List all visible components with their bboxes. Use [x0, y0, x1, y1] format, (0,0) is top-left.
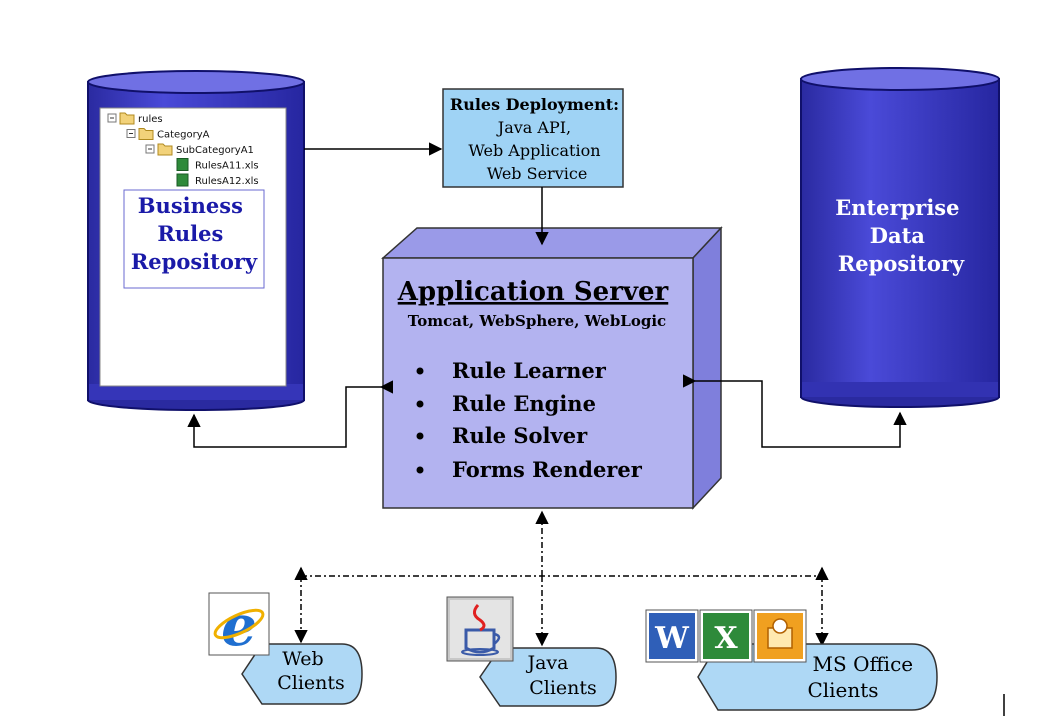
bullet [416, 432, 424, 440]
office-clients-line-2: Clients [807, 678, 878, 702]
java-clients-banner [479, 647, 617, 707]
arrow-server-to-enterprise [682, 374, 907, 448]
tree-node[interactable]: RulesA11.xls [176, 158, 259, 172]
tree-node-label: rules [138, 114, 163, 125]
tree-node-label: RulesA11.xls [195, 161, 259, 172]
enterprise-data-repository: Enterprise Data Repository [800, 67, 1000, 408]
web-clients-banner [241, 643, 363, 705]
folder-icon [157, 143, 173, 156]
tree-node-label: CategoryA [157, 130, 210, 141]
web-clients: e Web Clients [208, 592, 363, 705]
tree-node[interactable]: SubCategoryA1 [145, 143, 254, 156]
enterprise-label-line-3: Repository [838, 251, 965, 276]
svg-text:Web Clients: Web Clients [277, 648, 345, 694]
outlook-icon [753, 609, 807, 663]
java-icon [446, 596, 514, 662]
arrow-server-to-repo [187, 380, 394, 448]
svg-text:Java Clients: Java Clients [525, 652, 596, 699]
tree-node-label: RulesA12.xls [195, 176, 259, 187]
svg-text:MS Office Clients: MS Office Clients [807, 652, 919, 702]
connectors [187, 142, 907, 647]
svg-text:Rule Learner Rule Engi: Rule Learner Rule Engine Rule Solver For… [452, 358, 643, 482]
feature-rule-engine: Rule Engine [452, 391, 596, 416]
enterprise-label-line-1: Enterprise [835, 195, 959, 220]
tree-node[interactable]: RulesA12.xls [176, 173, 259, 187]
repository-label-line-2: Rules [157, 221, 223, 246]
svg-text:Business Rules Rep: Business Rules Repository [131, 193, 258, 274]
repository-label-box [123, 189, 265, 289]
app-server-subtitle: Tomcat, WebSphere, WebLogic [408, 312, 666, 330]
java-clients-line-1: Java [525, 652, 568, 674]
feature-forms-renderer: Forms Renderer [452, 457, 643, 482]
tree-node[interactable]: rules [107, 112, 163, 125]
bullet [416, 466, 424, 474]
ms-office-clients: W X MS Office Clients [645, 609, 938, 711]
bullet [416, 400, 424, 408]
svg-text:Enterprise Data Re: Enterprise Data Repository [835, 195, 967, 276]
deployment-line-3: Web Service [487, 164, 588, 183]
deployment-line-1: Java API, [496, 118, 571, 137]
folder-icon [119, 112, 135, 125]
excel-file-icon [176, 173, 189, 187]
deployment-line-2: Web Application [468, 141, 600, 160]
web-clients-line-2: Clients [277, 672, 345, 694]
repository-label-line-3: Repository [131, 249, 258, 274]
java-clients: Java Clients [446, 596, 617, 707]
repository-label-line-1: Business [138, 193, 243, 218]
feature-rule-learner: Rule Learner [452, 358, 607, 383]
office-clients-line-1: MS Office [813, 652, 914, 676]
web-clients-line-1: Web [282, 648, 323, 670]
tree-node[interactable]: CategoryA [126, 128, 210, 141]
application-server: Application Server Tomcat, WebSphere, We… [381, 226, 723, 510]
svg-text:Rules Deployment: Java A: Rules Deployment: Java API, Web Applicat… [450, 95, 624, 183]
excel-file-icon [176, 158, 189, 171]
word-icon: W [645, 609, 699, 663]
deployment-title: Rules Deployment: [450, 95, 619, 114]
java-clients-line-2: Clients [529, 677, 597, 699]
bullet [416, 367, 424, 375]
enterprise-label-line-2: Data [870, 223, 926, 248]
tree-node-label: SubCategoryA1 [176, 145, 254, 156]
app-server-title: Application Server [397, 277, 669, 307]
feature-rule-solver: Rule Solver [452, 423, 588, 448]
svg-text:X: X [714, 621, 738, 656]
folder-icon [138, 128, 154, 140]
excel-icon: X [699, 609, 753, 663]
svg-text:W: W [654, 621, 690, 656]
svg-text:e: e [221, 593, 257, 659]
rules-deployment-box: Rules Deployment: Java API, Web Applicat… [442, 88, 624, 188]
app-server-features: Rule Learner Rule Engine Rule Solver For… [416, 358, 643, 482]
internet-explorer-icon: e [208, 592, 270, 659]
